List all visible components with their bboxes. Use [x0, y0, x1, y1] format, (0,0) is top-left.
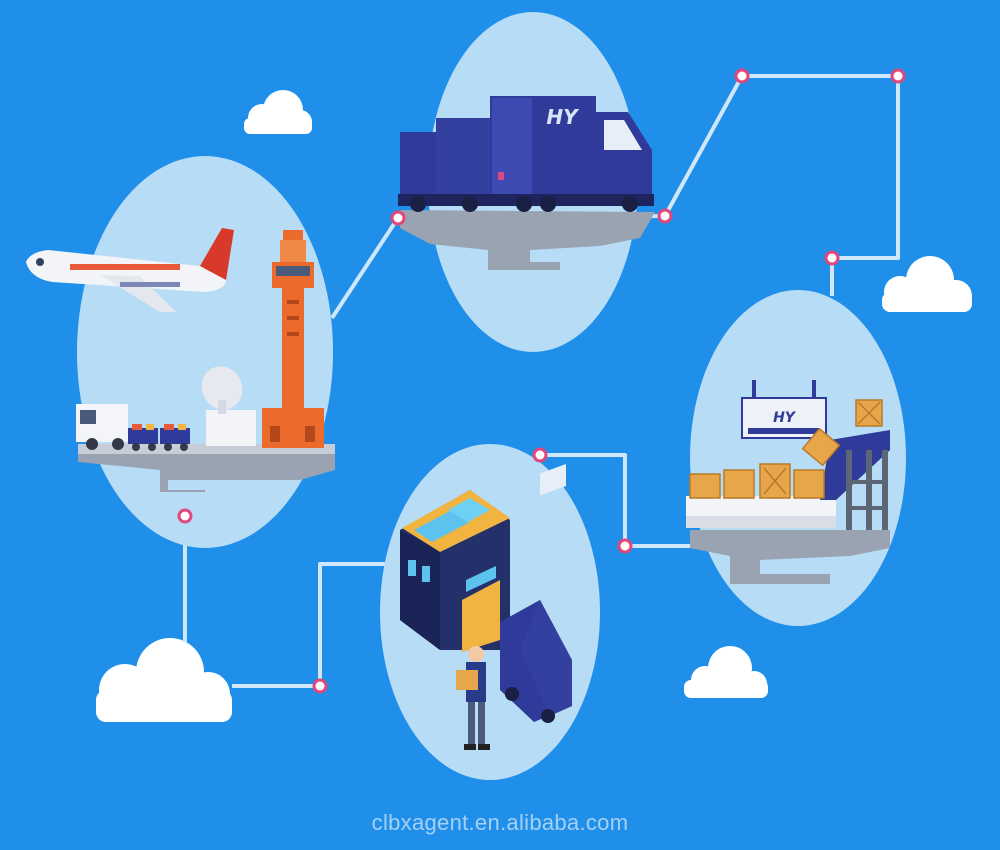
connector-node-icon [824, 250, 840, 266]
delivery-van-icon [500, 463, 572, 723]
radar-dish-icon [201, 366, 256, 446]
brand-logo: HY [546, 105, 580, 129]
connector-node-icon [734, 68, 750, 84]
scanner-screen-icon: HY [741, 380, 827, 439]
platform [690, 530, 890, 584]
courier-person-icon [456, 646, 490, 750]
platform [400, 210, 655, 270]
airplane-icon [26, 228, 234, 312]
connector-node-icon [532, 447, 548, 463]
cloud-icon [684, 646, 768, 698]
road-freight-scene: HY [398, 96, 655, 270]
watermark: clbxagent.en.alibaba.com [371, 810, 629, 835]
cloud-icon [244, 90, 312, 134]
connector-node-icon [617, 538, 633, 554]
sorting-scene: HY [686, 380, 890, 584]
platform [78, 448, 335, 492]
cloud-icon [882, 256, 972, 312]
connector-node-icon [657, 208, 673, 224]
cargo-box-icon [689, 399, 883, 499]
warehouse-scene [400, 463, 572, 750]
brand-logo: HY [773, 410, 797, 426]
air-freight-scene [26, 228, 335, 492]
connector-node-icon [890, 68, 906, 84]
warehouse-icon [400, 490, 510, 652]
connector-node-icon [390, 210, 406, 226]
connector-node-icon [177, 508, 193, 524]
semi-truck-fleet-icon [398, 96, 654, 212]
connector-nodes [177, 68, 906, 694]
connector-node-icon [312, 678, 328, 694]
cargo-truck-icon [76, 404, 128, 450]
baggage-cart-icon [128, 424, 190, 451]
control-tower-icon [262, 230, 324, 448]
cloud-icon [96, 638, 232, 722]
